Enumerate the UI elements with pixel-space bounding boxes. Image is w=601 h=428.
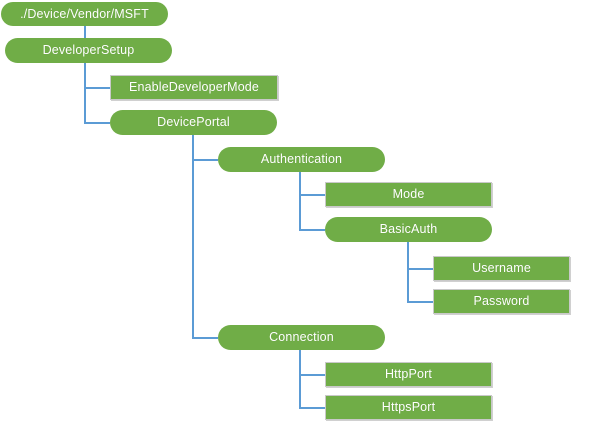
edge-deviceportal-connection: [192, 135, 218, 339]
edge-connection-httpport: [299, 350, 325, 376]
tree-node-mode[interactable]: Mode: [325, 182, 492, 207]
edge-developersetup-deviceportal: [84, 63, 110, 124]
tree-node-authentication[interactable]: Authentication: [218, 147, 385, 172]
edge-authentication-mode: [299, 172, 325, 196]
tree-node-root[interactable]: ./Device/Vendor/MSFT: [1, 2, 168, 26]
tree-node-label: EnableDeveloperMode: [128, 80, 260, 95]
tree-node-username[interactable]: Username: [433, 256, 570, 281]
tree-node-password[interactable]: Password: [433, 289, 570, 314]
edge-deviceportal-authentication: [192, 135, 218, 161]
tree-node-httpsport[interactable]: HttpsPort: [325, 395, 492, 420]
tree-node-label: HttpsPort: [381, 400, 436, 415]
tree-node-label: Authentication: [260, 152, 343, 167]
tree-node-label: Mode: [392, 187, 425, 202]
edge-basicauth-password: [407, 242, 433, 303]
tree-node-label: DevicePortal: [157, 115, 230, 130]
edge-basicauth-username: [407, 242, 433, 270]
tree-node-connection[interactable]: Connection: [218, 325, 385, 350]
edge-connection-httpsport: [299, 350, 325, 409]
tree-node-deviceportal[interactable]: DevicePortal: [110, 110, 277, 135]
tree-node-label: Username: [472, 261, 531, 276]
tree-node-basicauth[interactable]: BasicAuth: [325, 217, 492, 242]
tree-node-label: Connection: [269, 330, 334, 345]
tree-node-label: HttpPort: [384, 367, 433, 382]
tree-node-label: Password: [473, 294, 530, 309]
tree-node-label: DeveloperSetup: [42, 43, 135, 58]
tree-node-label: ./Device/Vendor/MSFT: [20, 6, 149, 21]
tree-node-developersetup[interactable]: DeveloperSetup: [5, 38, 172, 63]
edge-developersetup-enabledevelopermode: [84, 63, 110, 89]
tree-node-label: BasicAuth: [379, 222, 438, 237]
tree-node-httpport[interactable]: HttpPort: [325, 362, 492, 387]
tree-node-enabledevelopermode[interactable]: EnableDeveloperMode: [110, 75, 278, 100]
edge-authentication-basicauth: [299, 172, 325, 231]
